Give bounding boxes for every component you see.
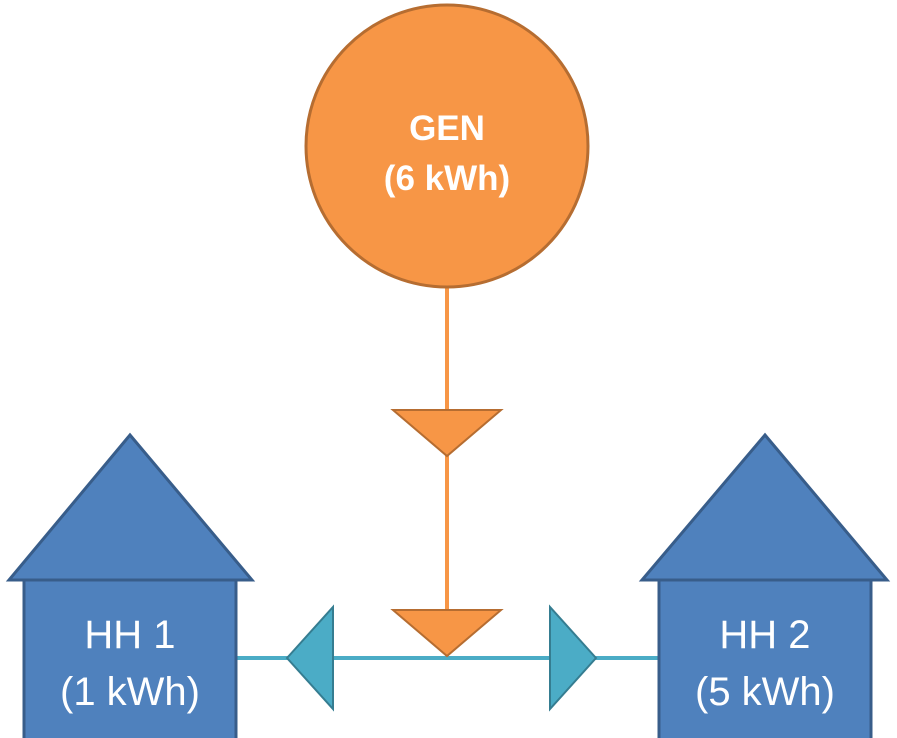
household-2-energy: (5 kWh) bbox=[695, 670, 835, 714]
down-arrow-upper bbox=[390, 409, 504, 458]
household-1-node: HH 1 (1 kWh) bbox=[5, 432, 256, 738]
right-arrow bbox=[549, 604, 598, 712]
household-2-node: HH 2 (5 kWh) bbox=[638, 432, 891, 738]
household-1-energy: (1 kWh) bbox=[60, 670, 200, 714]
household-1-label: HH 1 bbox=[84, 613, 175, 657]
generator-energy: (6 kWh) bbox=[384, 159, 510, 198]
household-2-label: HH 2 bbox=[719, 613, 810, 657]
household-1-body bbox=[22, 578, 238, 738]
generator-label: GEN bbox=[409, 109, 485, 148]
generator-circle bbox=[304, 3, 590, 289]
household-1-roof bbox=[5, 432, 256, 582]
household-2-roof bbox=[638, 432, 891, 582]
household-2-body bbox=[657, 578, 873, 738]
generator-node: GEN (6 kWh) bbox=[304, 3, 590, 289]
down-arrow-lower bbox=[390, 609, 504, 658]
left-arrow bbox=[285, 604, 334, 712]
